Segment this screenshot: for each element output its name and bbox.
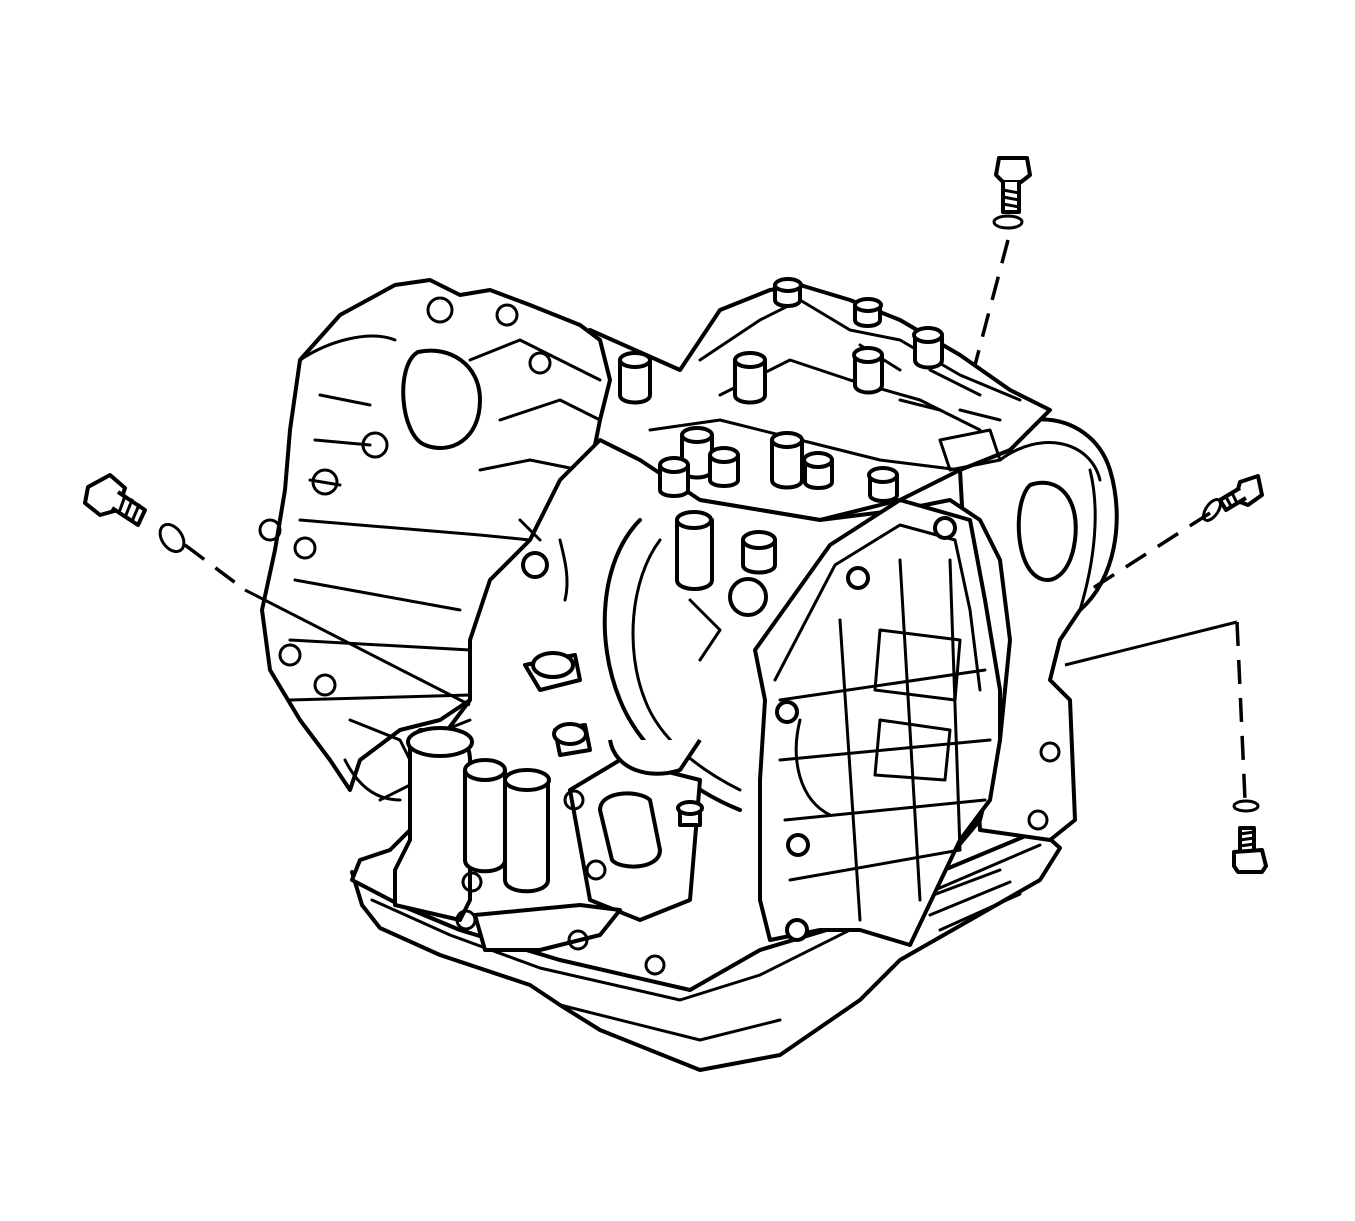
o-ring-icon <box>992 214 1024 230</box>
o-ring-icon <box>1232 799 1260 813</box>
bolt-icon <box>1232 826 1268 874</box>
bolt-icon <box>83 473 147 527</box>
o-ring-icon <box>158 522 186 554</box>
cylinder-bosses <box>521 277 944 757</box>
top-bolt-callout <box>973 156 1032 366</box>
side-cover <box>753 498 1002 947</box>
right-lower-bolt-callout <box>1064 620 1268 874</box>
right-upper-bolt-callout <box>1089 474 1264 592</box>
left-bolt-callout <box>83 473 471 707</box>
bolt-icon <box>994 156 1032 214</box>
bolt-icon <box>1218 474 1264 512</box>
valve-cluster <box>393 726 704 976</box>
